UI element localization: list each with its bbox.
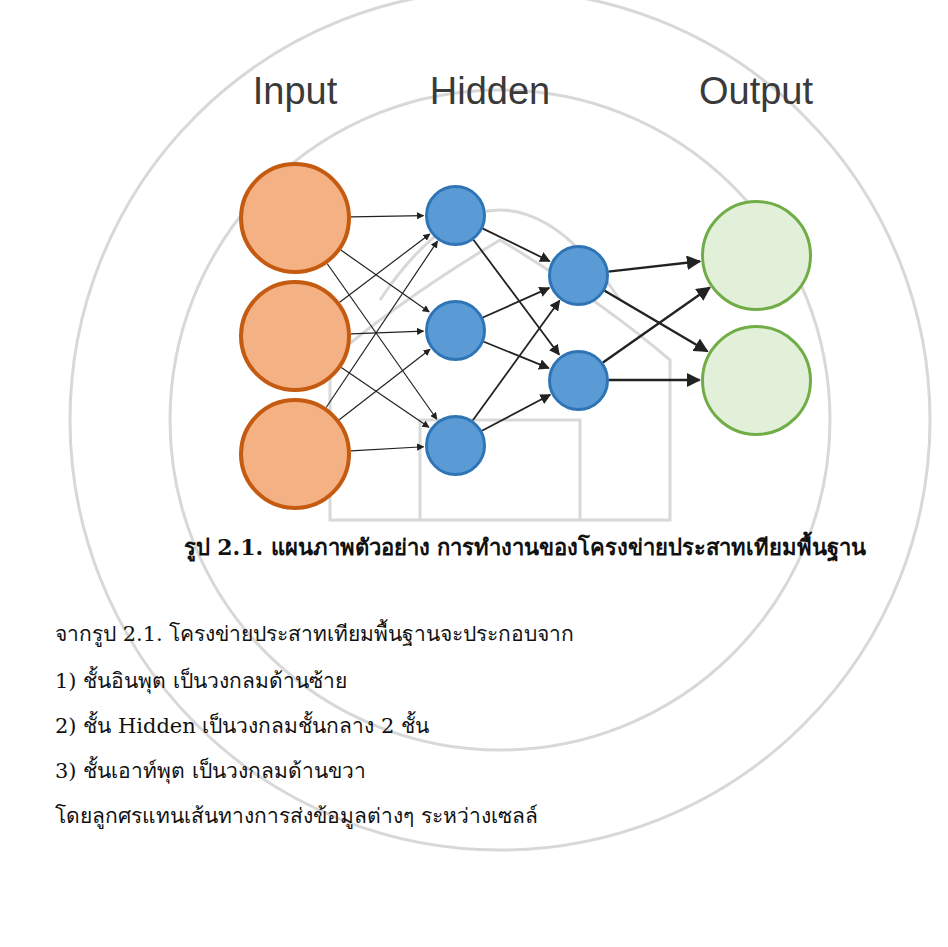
body-text: 2) ชั้น Hidden เป็นวงกลมชั้นกลาง 2 ชั้น — [55, 709, 429, 742]
hidden-neuron — [424, 299, 487, 362]
arrow-connector — [341, 368, 429, 428]
column-heading: Hidden — [430, 70, 550, 113]
arrow-connector — [473, 239, 559, 354]
figure-caption: รูป 2.1. แผนภาพตัวอย่าง การทำงานของโครงข… — [110, 530, 940, 565]
neuron-outline — [424, 414, 487, 477]
arrow-connector — [483, 288, 549, 318]
arrow-connector — [473, 301, 560, 421]
neuron-outline — [238, 279, 352, 393]
input-neuron — [238, 161, 352, 275]
body-text: โดยลูกศรแทนเส้นทางการส่งข้อมูลต่างๆ ระหว… — [55, 799, 538, 832]
neuron-outline — [424, 299, 487, 362]
arrow-connector — [609, 379, 700, 381]
arrow-connector — [351, 331, 424, 334]
neuron-outline — [238, 397, 352, 511]
column-heading: Input — [253, 70, 338, 113]
body-text: 1) ชั้นอินพุต เป็นวงกลมด้านซ้าย — [55, 664, 347, 697]
hidden-neuron — [424, 414, 487, 477]
neuron-outline — [238, 161, 352, 275]
arrow-connector — [351, 216, 424, 217]
arrow-connector — [340, 234, 430, 302]
hidden-neuron — [424, 184, 487, 247]
arrow-connector — [482, 395, 550, 431]
output-neuron — [700, 199, 813, 312]
body-text: 3) ชั้นเอาท์พุต เป็นวงกลมด้านขวา — [55, 754, 366, 787]
output-neuron — [700, 324, 813, 437]
hidden-neuron — [547, 244, 610, 307]
neuron-outline — [547, 244, 610, 307]
neuron-outline — [700, 324, 813, 437]
arrow-connector — [608, 261, 700, 271]
arrow-connector — [351, 447, 424, 451]
input-neuron — [238, 397, 352, 511]
arrow-connector — [483, 341, 549, 368]
neuron-outline — [547, 349, 610, 412]
arrow-connector — [603, 287, 710, 362]
input-neuron — [238, 279, 352, 393]
body-text: จากรูป 2.1. โครงข่ายประสาทเทียมพื้นฐานจะ… — [55, 617, 574, 650]
hidden-neuron — [547, 349, 610, 412]
column-heading: Output — [699, 70, 813, 113]
arrow-connector — [482, 228, 549, 261]
arrow-connector — [339, 349, 430, 419]
neuron-outline — [424, 184, 487, 247]
neuron-outline — [700, 199, 813, 312]
